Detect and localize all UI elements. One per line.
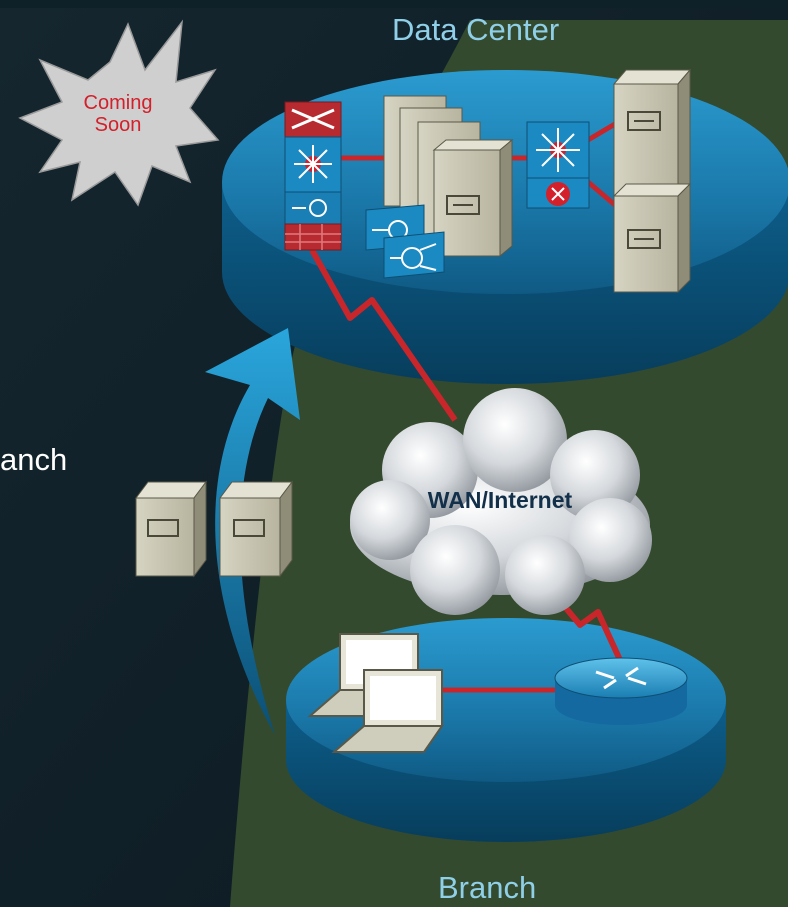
vpn-appliance-icons xyxy=(365,204,445,279)
background-top-strip xyxy=(0,0,788,8)
dc-server-bottom-right xyxy=(612,182,692,294)
branch-router xyxy=(554,657,688,725)
data-center-label: Data Center xyxy=(392,12,560,47)
cropped-branch-label: anch xyxy=(0,442,68,477)
laptop-2 xyxy=(331,669,444,753)
wan-cloud xyxy=(350,388,652,615)
dc-link-4 xyxy=(586,180,617,207)
migrating-server-2 xyxy=(219,480,293,578)
coming-soon-text: Coming Soon xyxy=(68,92,168,136)
coming-soon-line-1: Coming xyxy=(83,92,153,114)
core-switch xyxy=(526,121,590,209)
dc-link-3 xyxy=(586,121,617,143)
wan-to-branch-link xyxy=(552,593,623,662)
migrating-server-1 xyxy=(135,480,207,578)
coming-soon-burst xyxy=(18,19,220,207)
dc-server-top-right xyxy=(612,68,692,202)
branch-label: Branch xyxy=(438,870,537,905)
firewall-switch-stack xyxy=(284,101,342,251)
dc-server-cluster xyxy=(383,95,514,258)
dc-to-wan-link xyxy=(309,248,458,422)
wan-internet-label: WAN/Internet xyxy=(427,487,573,513)
coming-soon-line-2: Soon xyxy=(94,114,142,136)
